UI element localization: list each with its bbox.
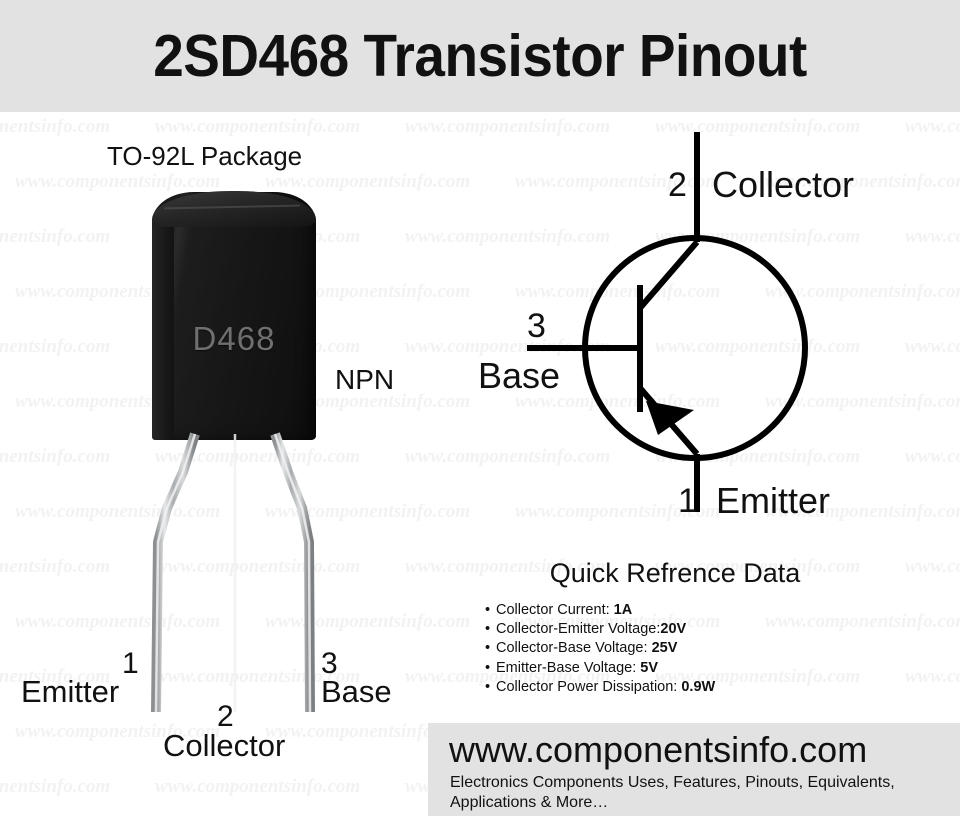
- spec-value: 1A: [613, 602, 633, 618]
- spec-label: Emitter-Base Voltage:: [496, 659, 641, 676]
- package-pin-1-number: 1: [122, 647, 139, 680]
- bullet-icon: •: [485, 659, 491, 676]
- spec-item: • Collector Current: 1A: [485, 601, 715, 620]
- quick-reference-title: Quick Refrence Data: [549, 558, 801, 588]
- brand-tagline-line-2: Applications & More…: [450, 794, 609, 811]
- package-type-label: TO-92L Package: [107, 141, 303, 171]
- package-pin-3-number: 3: [321, 647, 338, 680]
- schematic-emitter-label: Emitter: [716, 480, 831, 521]
- brand-footer: www.componentsinfo.com Electronics Compo…: [428, 723, 960, 816]
- package-pin-2-name: Collector: [163, 728, 286, 763]
- package-pin-1-name: Emitter: [21, 674, 120, 709]
- spec-label: Collector Current:: [496, 602, 614, 618]
- spec-item: • Collector Power Dissipation: 0.9W: [485, 678, 715, 697]
- page-title: 2SD468 Transistor Pinout: [153, 23, 807, 89]
- schematic-base-number: 3: [527, 307, 546, 345]
- spec-label: Collector-Emitter Voltage:: [496, 621, 661, 638]
- body-part-marking: D468: [192, 320, 276, 357]
- spec-value: 5V: [640, 659, 659, 676]
- spec-label: Collector-Base Voltage:: [496, 640, 652, 657]
- brand-tagline-line-1: Electronics Components Uses, Features, P…: [450, 774, 895, 791]
- spec-item: • Emitter-Base Voltage: 5V: [485, 659, 715, 678]
- body-left-facet: [152, 206, 174, 440]
- spec-value: 0.9W: [681, 678, 716, 695]
- bullet-icon: •: [485, 640, 491, 657]
- schematic-collector-number: 2: [668, 166, 687, 204]
- spec-label: Collector Power Dissipation:: [496, 678, 682, 695]
- package-pin-2-number: 2: [217, 700, 234, 733]
- npn-symbol-graphic: [527, 132, 808, 512]
- transistor-body: D468: [152, 191, 316, 440]
- brand-url: www.componentsinfo.com: [449, 729, 868, 770]
- spec-value: 25V: [651, 640, 678, 657]
- package-figure: TO-92L Package NPN: [0, 112, 440, 816]
- lead-group: [120, 412, 350, 722]
- spec-item: • Collector-Base Voltage: 25V: [485, 639, 715, 658]
- spec-value: 20V: [660, 621, 687, 638]
- schematic-base-label: Base: [478, 355, 561, 396]
- npn-schematic-symbol: 2 Collector 3 Base 1 Emitter: [440, 112, 960, 552]
- bullet-icon: •: [485, 621, 491, 638]
- bullet-icon: •: [485, 678, 491, 695]
- quick-reference-list: • Collector Current: 1A • Collector-Emitter…: [485, 601, 715, 697]
- bullet-icon: •: [485, 602, 491, 618]
- package-pin-3-name: Base: [321, 674, 392, 709]
- header-bar: 2SD468 Transistor Pinout: [0, 0, 960, 112]
- quick-reference-section: Quick Refrence Data • Collector Current: …: [440, 552, 960, 722]
- npn-type-label: NPN: [335, 364, 395, 395]
- schematic-emitter-number: 1: [678, 482, 697, 520]
- schematic-collector-label: Collector: [712, 164, 855, 205]
- spec-item: • Collector-Emitter Voltage:20V: [485, 620, 715, 639]
